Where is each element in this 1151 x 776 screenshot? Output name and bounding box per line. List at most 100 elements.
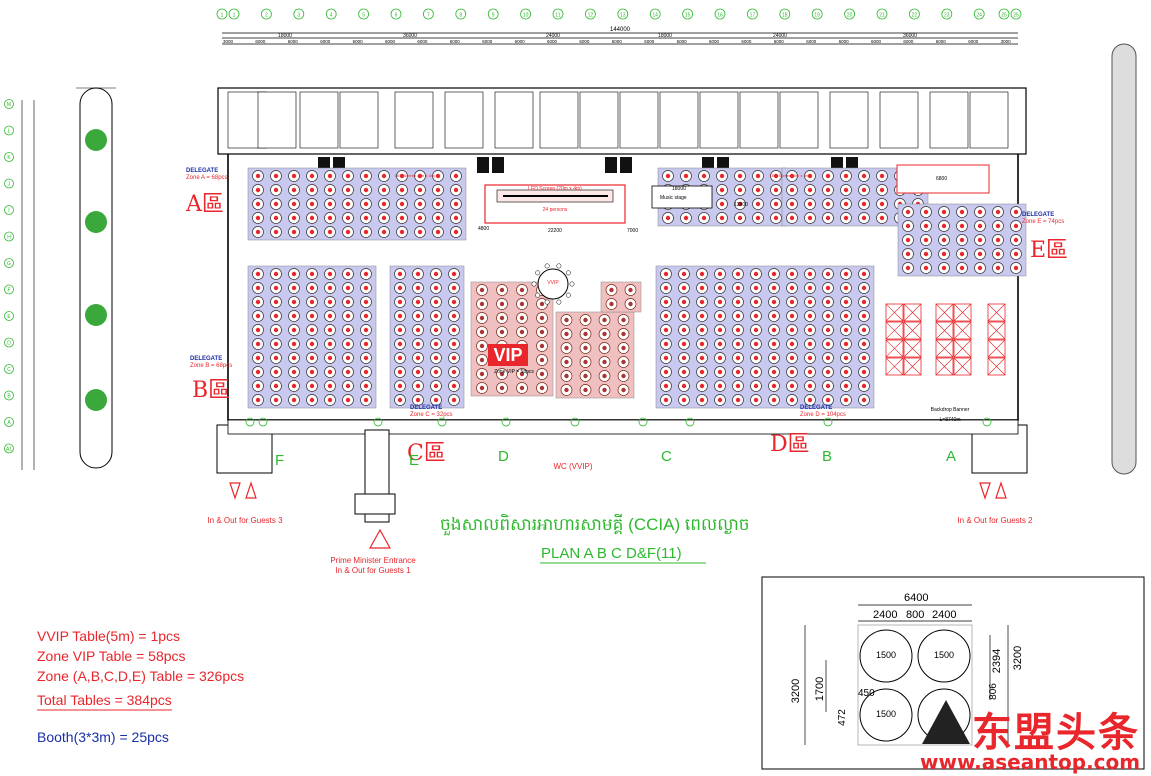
table-zones xyxy=(247,167,1027,409)
zone-e-table-center xyxy=(1013,223,1019,229)
zone-d-table-center xyxy=(861,285,867,291)
door-e: E xyxy=(409,452,420,469)
zone-vip-table-center xyxy=(539,343,545,349)
zone-b-table-center xyxy=(273,355,279,361)
dimension-mid: 36000 xyxy=(903,33,917,39)
zone-e-count: Zone E = 74pcs xyxy=(1022,219,1065,225)
stage-persons: 24 persons xyxy=(542,207,568,213)
zone-a-table-center xyxy=(453,201,459,207)
zone-d-table-center xyxy=(753,313,759,319)
zone-e-table-center xyxy=(995,209,1001,215)
zone-b-table-center xyxy=(273,285,279,291)
zone-d-table-center xyxy=(861,299,867,305)
vvip-seats xyxy=(531,263,575,305)
zone-a-table-center xyxy=(327,173,333,179)
led-small-right: LED Screen (5m x 3m) xyxy=(769,173,811,178)
zone-vip-table-center xyxy=(479,371,485,377)
delegate-text: DELEGATE xyxy=(410,405,443,411)
zone-d-table-center xyxy=(825,341,831,347)
delegate-text: DELEGATE xyxy=(186,168,219,174)
zone-a-table-center xyxy=(417,201,423,207)
booth-cross xyxy=(953,339,972,358)
zone-a-table-center xyxy=(453,187,459,193)
vvip-label: VVIP xyxy=(547,280,559,286)
zone-a-table-center xyxy=(345,215,351,221)
dimension-mid: 24000 xyxy=(546,33,560,39)
zone-d-table-center xyxy=(681,285,687,291)
zone-d-table-center xyxy=(753,369,759,375)
zone-d-table-center xyxy=(753,299,759,305)
zone-e-table-center xyxy=(923,251,929,257)
zone-c-table-center xyxy=(397,383,403,389)
zone-c-label: C區 xyxy=(407,441,446,466)
zone-vip-table-center xyxy=(602,331,607,337)
zone-a-table-center xyxy=(399,229,405,235)
dim-13800: 13800 xyxy=(734,202,748,208)
zone-a-table-center xyxy=(399,215,405,221)
booth-cross xyxy=(885,303,904,322)
zone-c-table-center xyxy=(415,397,421,403)
zone-vip-table-center xyxy=(519,315,525,321)
zone-c-table-center xyxy=(415,369,421,375)
zone-d-table-center xyxy=(825,285,831,291)
zone-d-table-center xyxy=(843,397,849,403)
grid-axis-number: 10 xyxy=(523,13,529,19)
zone-a-table-center xyxy=(291,173,297,179)
zone-c-table-center xyxy=(397,299,403,305)
grid-axis-marker xyxy=(682,8,693,20)
zone-b-table-center xyxy=(291,285,297,291)
grid-row-letter: D xyxy=(7,341,11,347)
zone-vip-table-center xyxy=(479,385,485,391)
zone-d-table-center xyxy=(755,201,761,207)
grid-axis-number: 21 xyxy=(879,13,885,19)
zone-d-table-center xyxy=(825,173,831,179)
zone-d-table-center xyxy=(681,369,687,375)
zone-d-table-center xyxy=(879,201,885,207)
watermark-logo-text: 东盟头条 xyxy=(972,710,1140,756)
zone-a-table-center xyxy=(291,187,297,193)
booth-cross xyxy=(903,303,922,322)
zone-d-table-center xyxy=(789,201,795,207)
zone-vip-table-center xyxy=(628,301,633,307)
zone-vip-table-center xyxy=(539,371,545,377)
zone-a-table-center xyxy=(417,215,423,221)
dimension-small: 6000 xyxy=(547,39,558,44)
zone-d-table-center xyxy=(737,201,743,207)
zone-vip-table-center xyxy=(602,359,607,365)
zone-d-table-center xyxy=(753,397,759,403)
grid-axis-number: 5 xyxy=(362,13,365,19)
zone-vip-table-center xyxy=(602,373,607,379)
booth-cross xyxy=(935,357,954,376)
dimension-small: 6000 xyxy=(741,39,752,44)
zone-d-table-center xyxy=(773,187,779,193)
zone-b-table-center xyxy=(291,369,297,375)
service-room xyxy=(699,91,739,149)
zone-a-table-center xyxy=(381,201,387,207)
zone-d-table-center xyxy=(681,313,687,319)
zone-d-table-center xyxy=(789,215,795,221)
dimension-small: 6000 xyxy=(612,39,623,44)
dimension-small: 6000 xyxy=(903,39,914,44)
zone-d-table-center xyxy=(807,187,813,193)
zone-b-table-center xyxy=(363,285,369,291)
zone-d-table-center xyxy=(789,397,795,403)
zone-d-table-center xyxy=(699,271,705,277)
zone-d-table-center xyxy=(719,215,725,221)
dimension-small: 6000 xyxy=(320,39,331,44)
zone-b-table-center xyxy=(345,369,351,375)
zone-d-table-center xyxy=(773,173,779,179)
zone-b-table-center xyxy=(363,383,369,389)
zone-b-table-center xyxy=(345,299,351,305)
detail-width: 6400 xyxy=(904,592,929,604)
zone-b-table-center xyxy=(255,341,261,347)
service-room xyxy=(579,91,619,149)
zone-d-table-center xyxy=(735,271,741,277)
grid-axis-number: 3 xyxy=(297,13,300,19)
grid-axis-number: 7 xyxy=(427,13,430,19)
zone-e-table-center xyxy=(977,223,983,229)
zone-e-table-center xyxy=(905,209,911,215)
pillar xyxy=(492,157,504,173)
dim-7000: 7000 xyxy=(627,228,639,234)
booth-cross xyxy=(885,357,904,376)
zone-c-table-center xyxy=(433,271,439,277)
